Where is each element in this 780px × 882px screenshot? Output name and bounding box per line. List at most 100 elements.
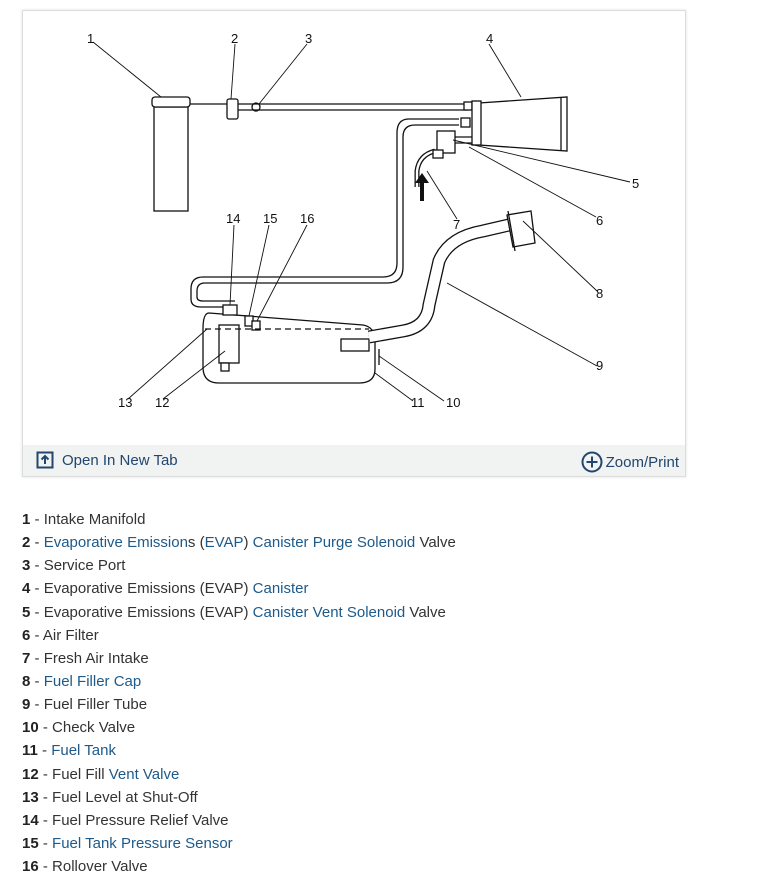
- legend-number: 10: [22, 719, 39, 737]
- legend-number: 3: [22, 557, 31, 575]
- legend-separator: -: [30, 511, 44, 528]
- legend-link[interactable]: Vent Valve: [108, 765, 180, 783]
- legend-text: Fuel Pressure Relief Valve: [52, 811, 229, 829]
- legend-text: Valve: [415, 534, 456, 552]
- legend-item: 1 - Intake Manifold: [22, 508, 762, 531]
- legend-text: Fuel Level at Shut-Off: [52, 788, 198, 806]
- legend-item: 9 - Fuel Filler Tube: [22, 693, 762, 716]
- legend-separator: -: [38, 788, 53, 806]
- legend-link[interactable]: Canister: [252, 580, 309, 598]
- evap-canister-shape: [478, 96, 568, 152]
- legend-number: 8: [22, 672, 31, 690]
- zoom-print-label: Zoom/Print: [605, 453, 679, 471]
- legend-number: 15: [22, 834, 39, 852]
- legend-text: Service Port: [43, 557, 126, 575]
- callout-12: 12: [155, 395, 169, 410]
- plus-circle-icon: [581, 451, 603, 473]
- legend-text: Intake Manifold: [43, 511, 146, 528]
- fresh-air-arrow-icon: [415, 173, 429, 201]
- callout-8: 8: [596, 286, 603, 301]
- callout-7: 7: [453, 217, 460, 232]
- fuel-filler-cap-shape: [506, 210, 536, 248]
- legend-item: 3 - Service Port: [22, 554, 762, 577]
- legend-separator: -: [30, 534, 44, 552]
- legend-separator: -: [38, 834, 53, 852]
- legend-item: 14 - Fuel Pressure Relief Valve: [22, 809, 762, 832]
- legend-separator: -: [30, 696, 44, 714]
- legend-item: 12 - Fuel Fill Vent Valve: [22, 763, 762, 786]
- legend-item: 10 - Check Valve: [22, 716, 762, 739]
- callout-14: 14: [226, 211, 240, 226]
- legend-number: 11: [22, 742, 38, 760]
- legend-text: Check Valve: [52, 719, 136, 737]
- legend-text: Fuel Filler Tube: [43, 696, 148, 714]
- legend-text: Valve: [405, 603, 446, 621]
- legend-text: Fuel Fill: [52, 765, 109, 783]
- legend-item: 8 - Fuel Filler Cap: [22, 670, 762, 693]
- legend-number: 16: [22, 858, 39, 876]
- vent-solenoid-shape: [436, 130, 456, 154]
- legend-separator: -: [30, 649, 44, 667]
- legend-text: Fresh Air Intake: [43, 649, 149, 667]
- legend-number: 13: [22, 788, 39, 806]
- legend-text: (: [195, 534, 205, 552]
- legend-number: 14: [22, 811, 39, 829]
- legend-separator: -: [37, 742, 52, 760]
- legend-item: 4 - Evaporative Emissions (EVAP) Caniste…: [22, 577, 762, 600]
- figure-toolbar: Open In New Tab Zoom/Print: [23, 445, 685, 476]
- legend-text: ): [243, 534, 253, 552]
- legend-separator: -: [30, 603, 44, 621]
- callout-16: 16: [300, 211, 314, 226]
- check-valve-shape: [340, 338, 370, 352]
- legend-item: 16 - Rollover Valve: [22, 855, 762, 878]
- legend-number: 4: [22, 580, 31, 598]
- legend-item: 6 - Air Filter: [22, 624, 762, 647]
- callout-13: 13: [118, 395, 132, 410]
- legend-number: 9: [22, 696, 31, 714]
- legend-number: 2: [22, 534, 31, 552]
- callout-3: 3: [305, 31, 312, 46]
- legend-separator: -: [38, 858, 53, 876]
- legend-number: 6: [22, 626, 31, 644]
- legend-link[interactable]: EVAP: [204, 534, 244, 552]
- legend-number: 12: [22, 765, 39, 783]
- legend-link[interactable]: Fuel Tank: [51, 742, 116, 760]
- legend-text: Evaporative Emissions (EVAP): [43, 580, 253, 598]
- legend-separator: -: [38, 811, 53, 829]
- intake-manifold-shape: [153, 106, 189, 212]
- legend-link[interactable]: Canister Vent Solenoid: [252, 603, 406, 621]
- open-in-new-tab-label: Open In New Tab: [62, 451, 178, 469]
- legend-link[interactable]: Canister Purge Solenoid: [252, 534, 416, 552]
- legend-separator: -: [30, 557, 44, 575]
- legend-number: 5: [22, 603, 31, 621]
- legend-number: 7: [22, 649, 31, 667]
- callout-10: 10: [446, 395, 460, 410]
- callout-9: 9: [596, 358, 603, 373]
- legend-link[interactable]: Fuel Filler Cap: [43, 672, 142, 690]
- callout-2: 2: [231, 31, 238, 46]
- fill-vent-valve-shape: [218, 324, 240, 364]
- legend-link[interactable]: Fuel Tank Pressure Sensor: [52, 834, 233, 852]
- legend-text: Evaporative Emissions (EVAP): [43, 603, 253, 621]
- legend-item: 15 - Fuel Tank Pressure Sensor: [22, 832, 762, 855]
- callout-4: 4: [486, 31, 493, 46]
- callout-11: 11: [411, 395, 425, 410]
- legend-link[interactable]: Evaporative Emission: [43, 534, 188, 552]
- legend-text: Air Filter: [42, 626, 99, 644]
- legend-item: 2 - Evaporative Emissions (EVAP) Caniste…: [22, 531, 762, 554]
- legend-separator: -: [30, 672, 44, 690]
- legend-text: Rollover Valve: [52, 858, 148, 876]
- legend-separator: -: [30, 580, 44, 598]
- legend-separator: -: [38, 765, 53, 783]
- diagram-figure: 1 2 3 4 5 6 7 8 9 10 11 12 13 14 15 16 O…: [22, 10, 686, 477]
- legend-item: 7 - Fresh Air Intake: [22, 647, 762, 670]
- zoom-print-button[interactable]: Zoom/Print: [581, 451, 679, 473]
- legend-item: 5 - Evaporative Emissions (EVAP) Caniste…: [22, 601, 762, 624]
- open-new-tab-icon: [36, 451, 54, 469]
- open-in-new-tab-button[interactable]: Open In New Tab: [36, 451, 178, 469]
- legend-number: 1: [22, 511, 31, 528]
- callout-5: 5: [632, 176, 639, 191]
- service-port-shape: [251, 102, 261, 112]
- callout-15: 15: [263, 211, 277, 226]
